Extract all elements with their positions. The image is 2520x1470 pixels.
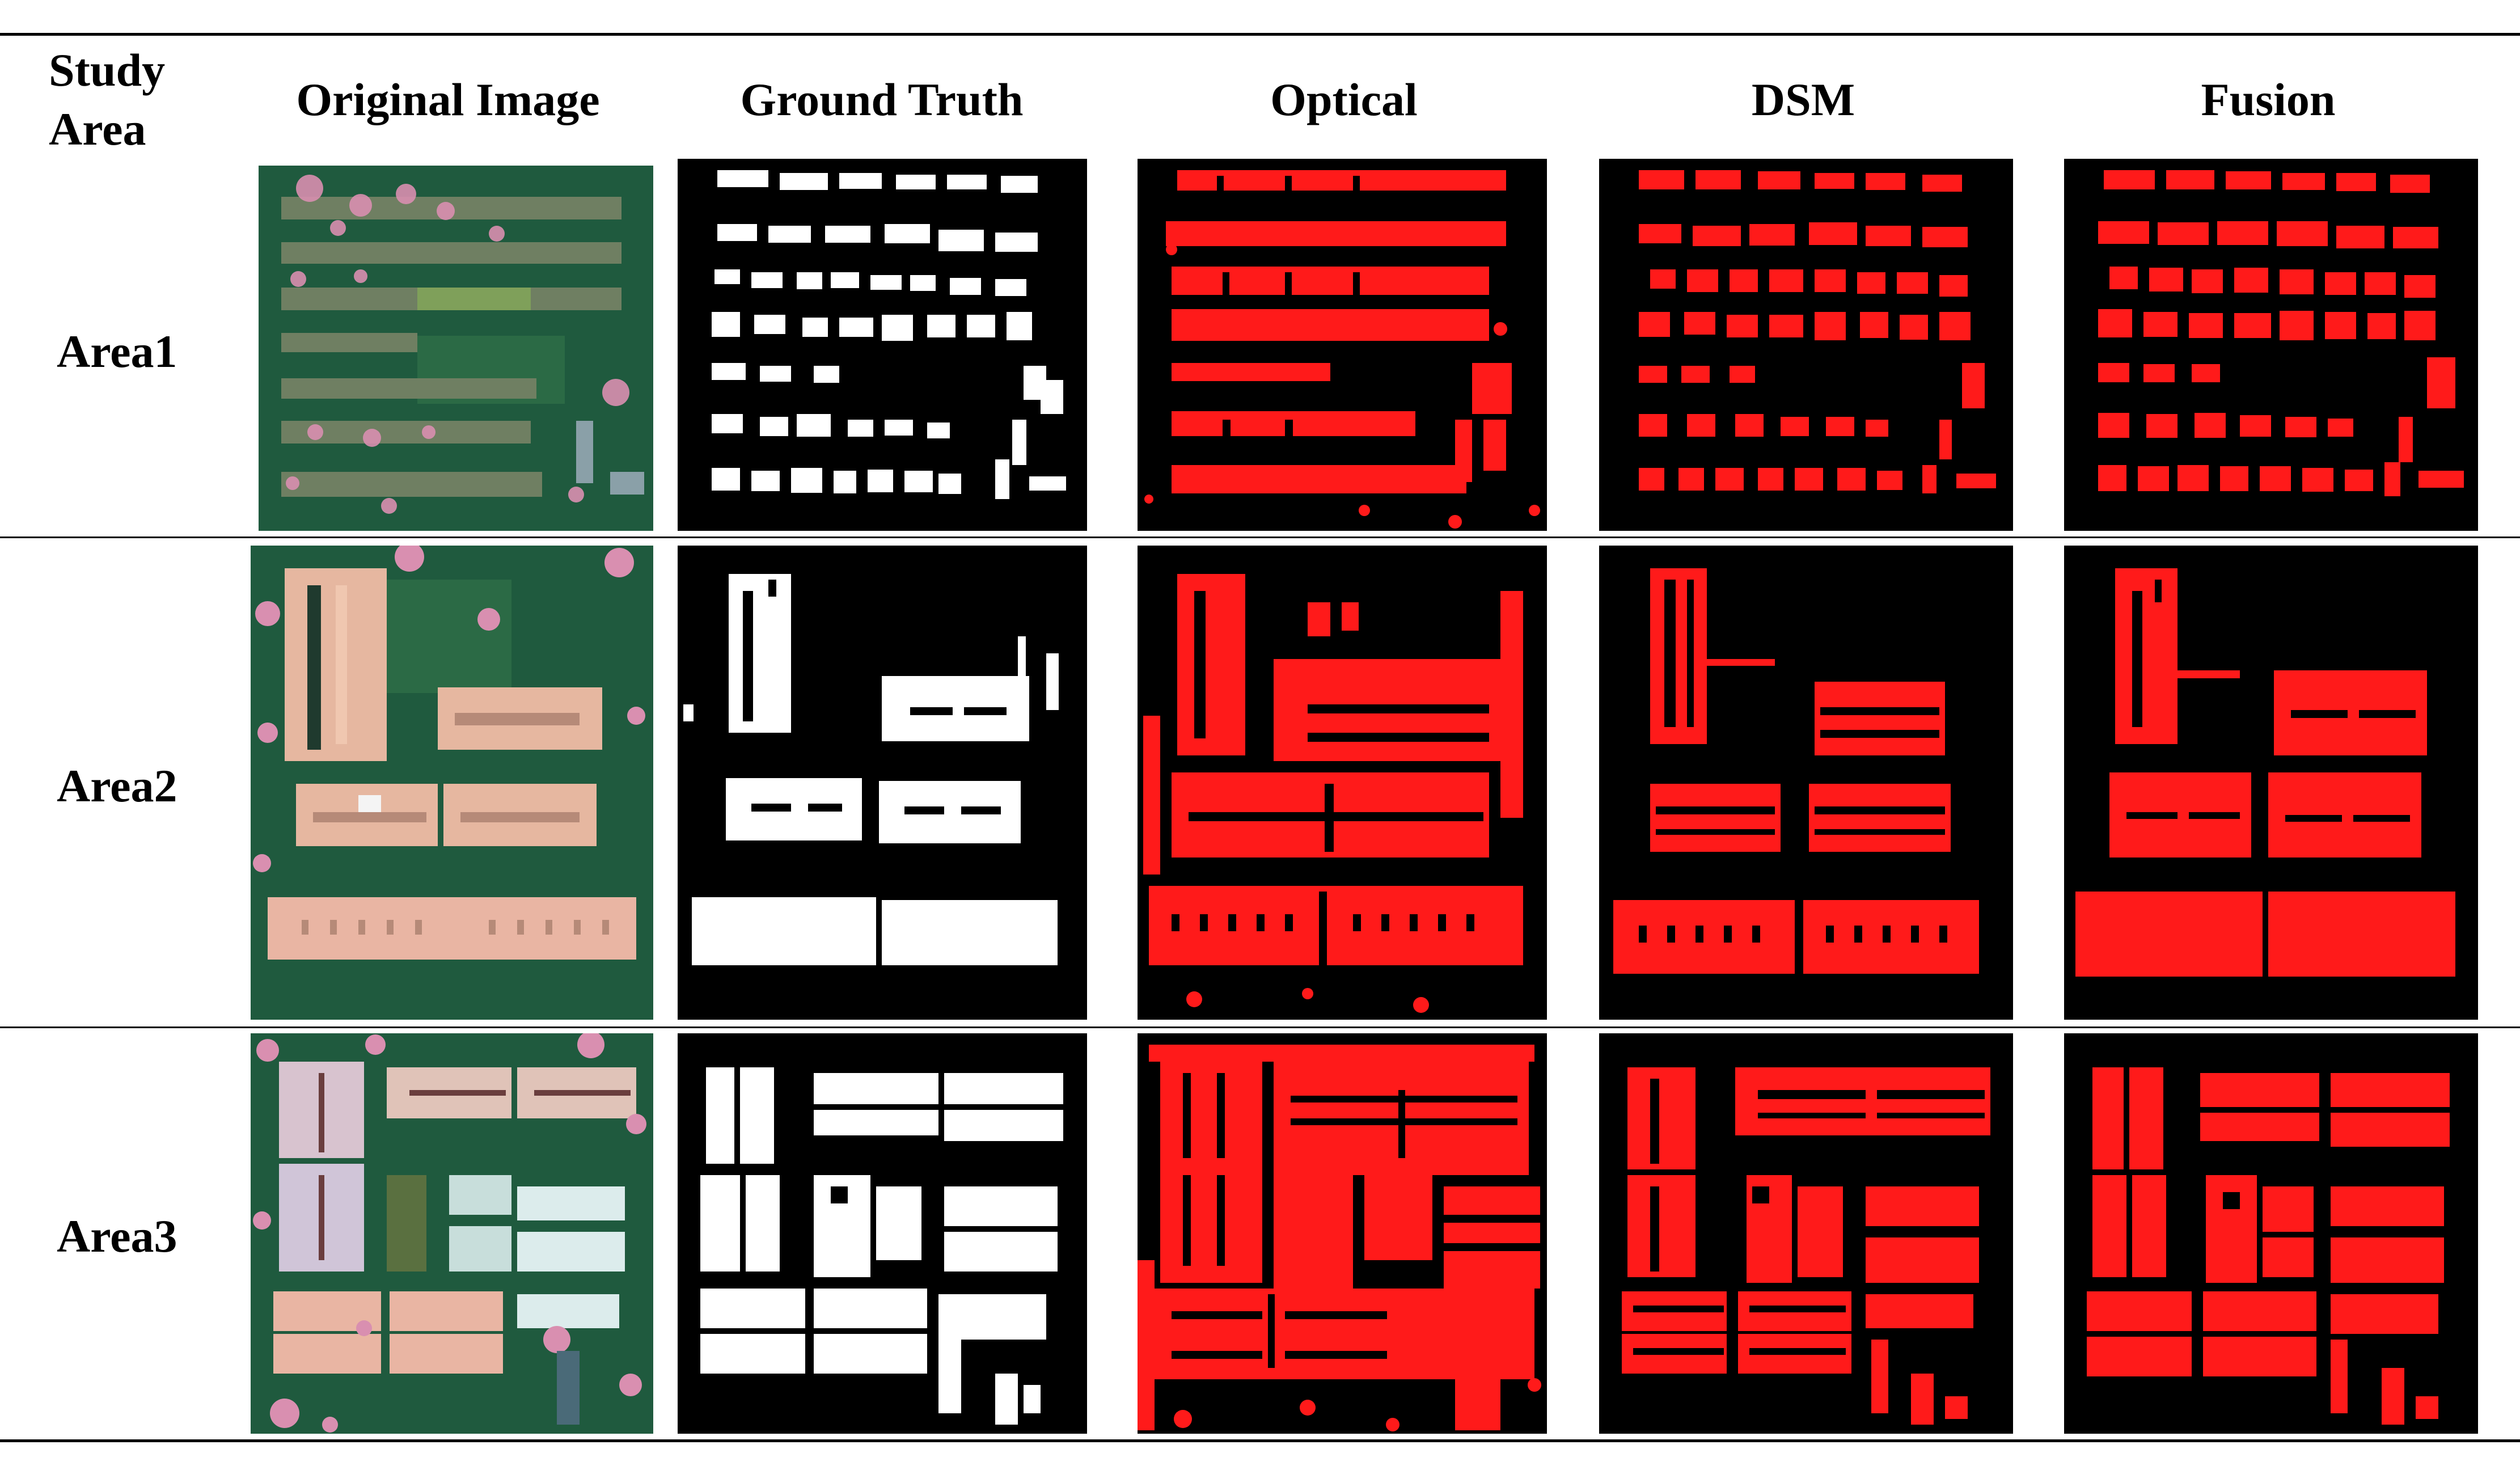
row-label-area3: Area3	[57, 1210, 177, 1262]
top-rule	[0, 33, 2520, 36]
column-header-ground-truth: Ground Truth	[740, 74, 1024, 125]
area2-dsm-prediction	[1599, 546, 2013, 1020]
area2-original-image	[251, 546, 653, 1020]
area3-dsm-prediction	[1599, 1033, 2013, 1434]
bottom-rule	[0, 1439, 2520, 1442]
row-label-area1: Area1	[57, 326, 177, 377]
area1-fusion-prediction	[2064, 159, 2478, 531]
area1-dsm-prediction	[1599, 159, 2013, 531]
column-header-dsm: DSM	[1751, 74, 1855, 125]
area3-optical-prediction	[1138, 1033, 1547, 1434]
area3-original-image	[251, 1033, 653, 1434]
area1-optical-prediction	[1138, 159, 1547, 531]
area3-fusion-prediction	[2064, 1033, 2478, 1434]
area2-ground-truth-mask	[678, 546, 1087, 1020]
row-divider-1	[0, 537, 2520, 538]
column-header-fusion: Fusion	[2201, 74, 2336, 125]
area1-original-image	[259, 166, 653, 531]
area3-ground-truth-mask	[678, 1033, 1087, 1434]
area1-ground-truth-mask	[678, 159, 1087, 531]
area2-optical-prediction	[1138, 546, 1547, 1020]
column-header-optical: Optical	[1270, 74, 1418, 125]
row-label-area2: Area2	[57, 760, 177, 812]
area2-fusion-prediction	[2064, 546, 2478, 1020]
column-header-original-image: Original Image	[296, 74, 600, 125]
row-divider-2	[0, 1027, 2520, 1028]
